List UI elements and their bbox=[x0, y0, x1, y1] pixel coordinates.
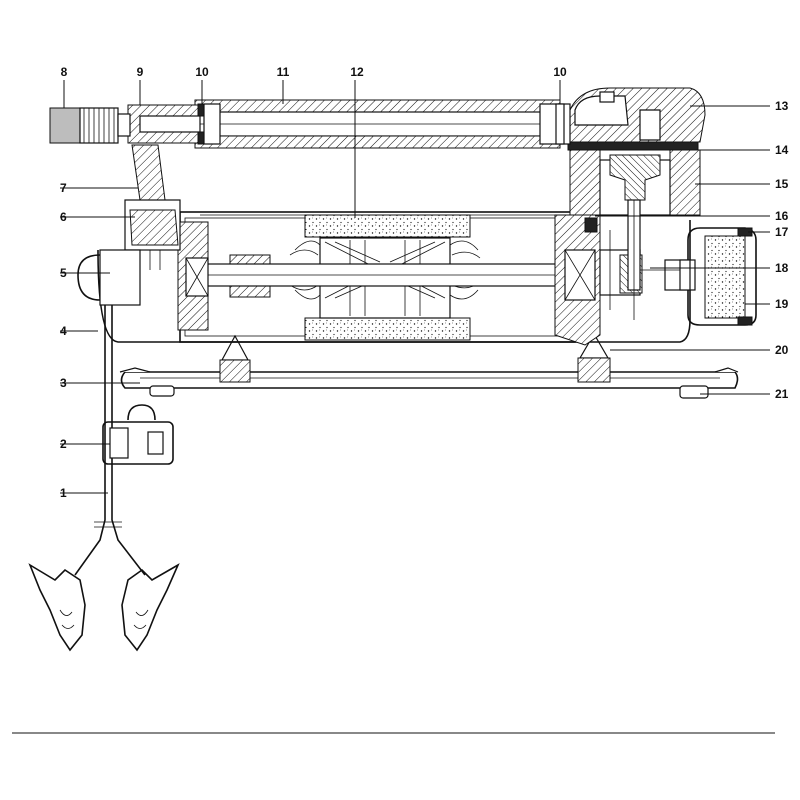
label-8: 8 bbox=[61, 65, 68, 79]
label-4: 4 bbox=[60, 324, 67, 338]
air-tube bbox=[194, 99, 571, 149]
label-17: 17 bbox=[775, 225, 789, 239]
label-5: 5 bbox=[60, 266, 67, 280]
cable-clip bbox=[102, 404, 174, 465]
crank-housing bbox=[554, 149, 701, 346]
battery-clamps bbox=[28, 563, 180, 652]
label-18: 18 bbox=[775, 261, 789, 275]
label-16: 16 bbox=[775, 209, 789, 223]
label-2: 2 bbox=[60, 437, 67, 451]
label-20: 20 bbox=[775, 343, 789, 357]
part-labels: 1 2 3 4 5 6 7 8 9 10 11 12 10 13 14 15 1… bbox=[60, 65, 789, 500]
switch-column bbox=[77, 144, 181, 306]
quick-connector bbox=[49, 107, 131, 144]
stator-magnets bbox=[304, 214, 471, 341]
hose-fittings bbox=[127, 103, 565, 145]
label-10-right: 10 bbox=[553, 65, 567, 79]
label-10-left: 10 bbox=[195, 65, 209, 79]
label-14: 14 bbox=[775, 143, 789, 157]
base-tray bbox=[119, 367, 739, 399]
cylinder-head bbox=[569, 87, 706, 143]
label-11: 11 bbox=[277, 65, 290, 79]
air-filter bbox=[679, 227, 757, 326]
label-21: 21 bbox=[775, 387, 789, 401]
rubber-feet bbox=[219, 332, 611, 383]
label-13: 13 bbox=[775, 99, 789, 113]
label-15: 15 bbox=[775, 177, 789, 191]
armature bbox=[189, 237, 591, 319]
label-9: 9 bbox=[137, 65, 144, 79]
left-end-cap bbox=[177, 221, 209, 331]
power-cable bbox=[74, 305, 146, 576]
label-12: 12 bbox=[350, 65, 364, 79]
label-3: 3 bbox=[60, 376, 67, 390]
label-19: 19 bbox=[775, 297, 789, 311]
valve-plate bbox=[567, 141, 699, 151]
leader-lines bbox=[60, 80, 770, 494]
label-7: 7 bbox=[60, 181, 67, 195]
label-1: 1 bbox=[60, 486, 67, 500]
label-6: 6 bbox=[60, 210, 67, 224]
